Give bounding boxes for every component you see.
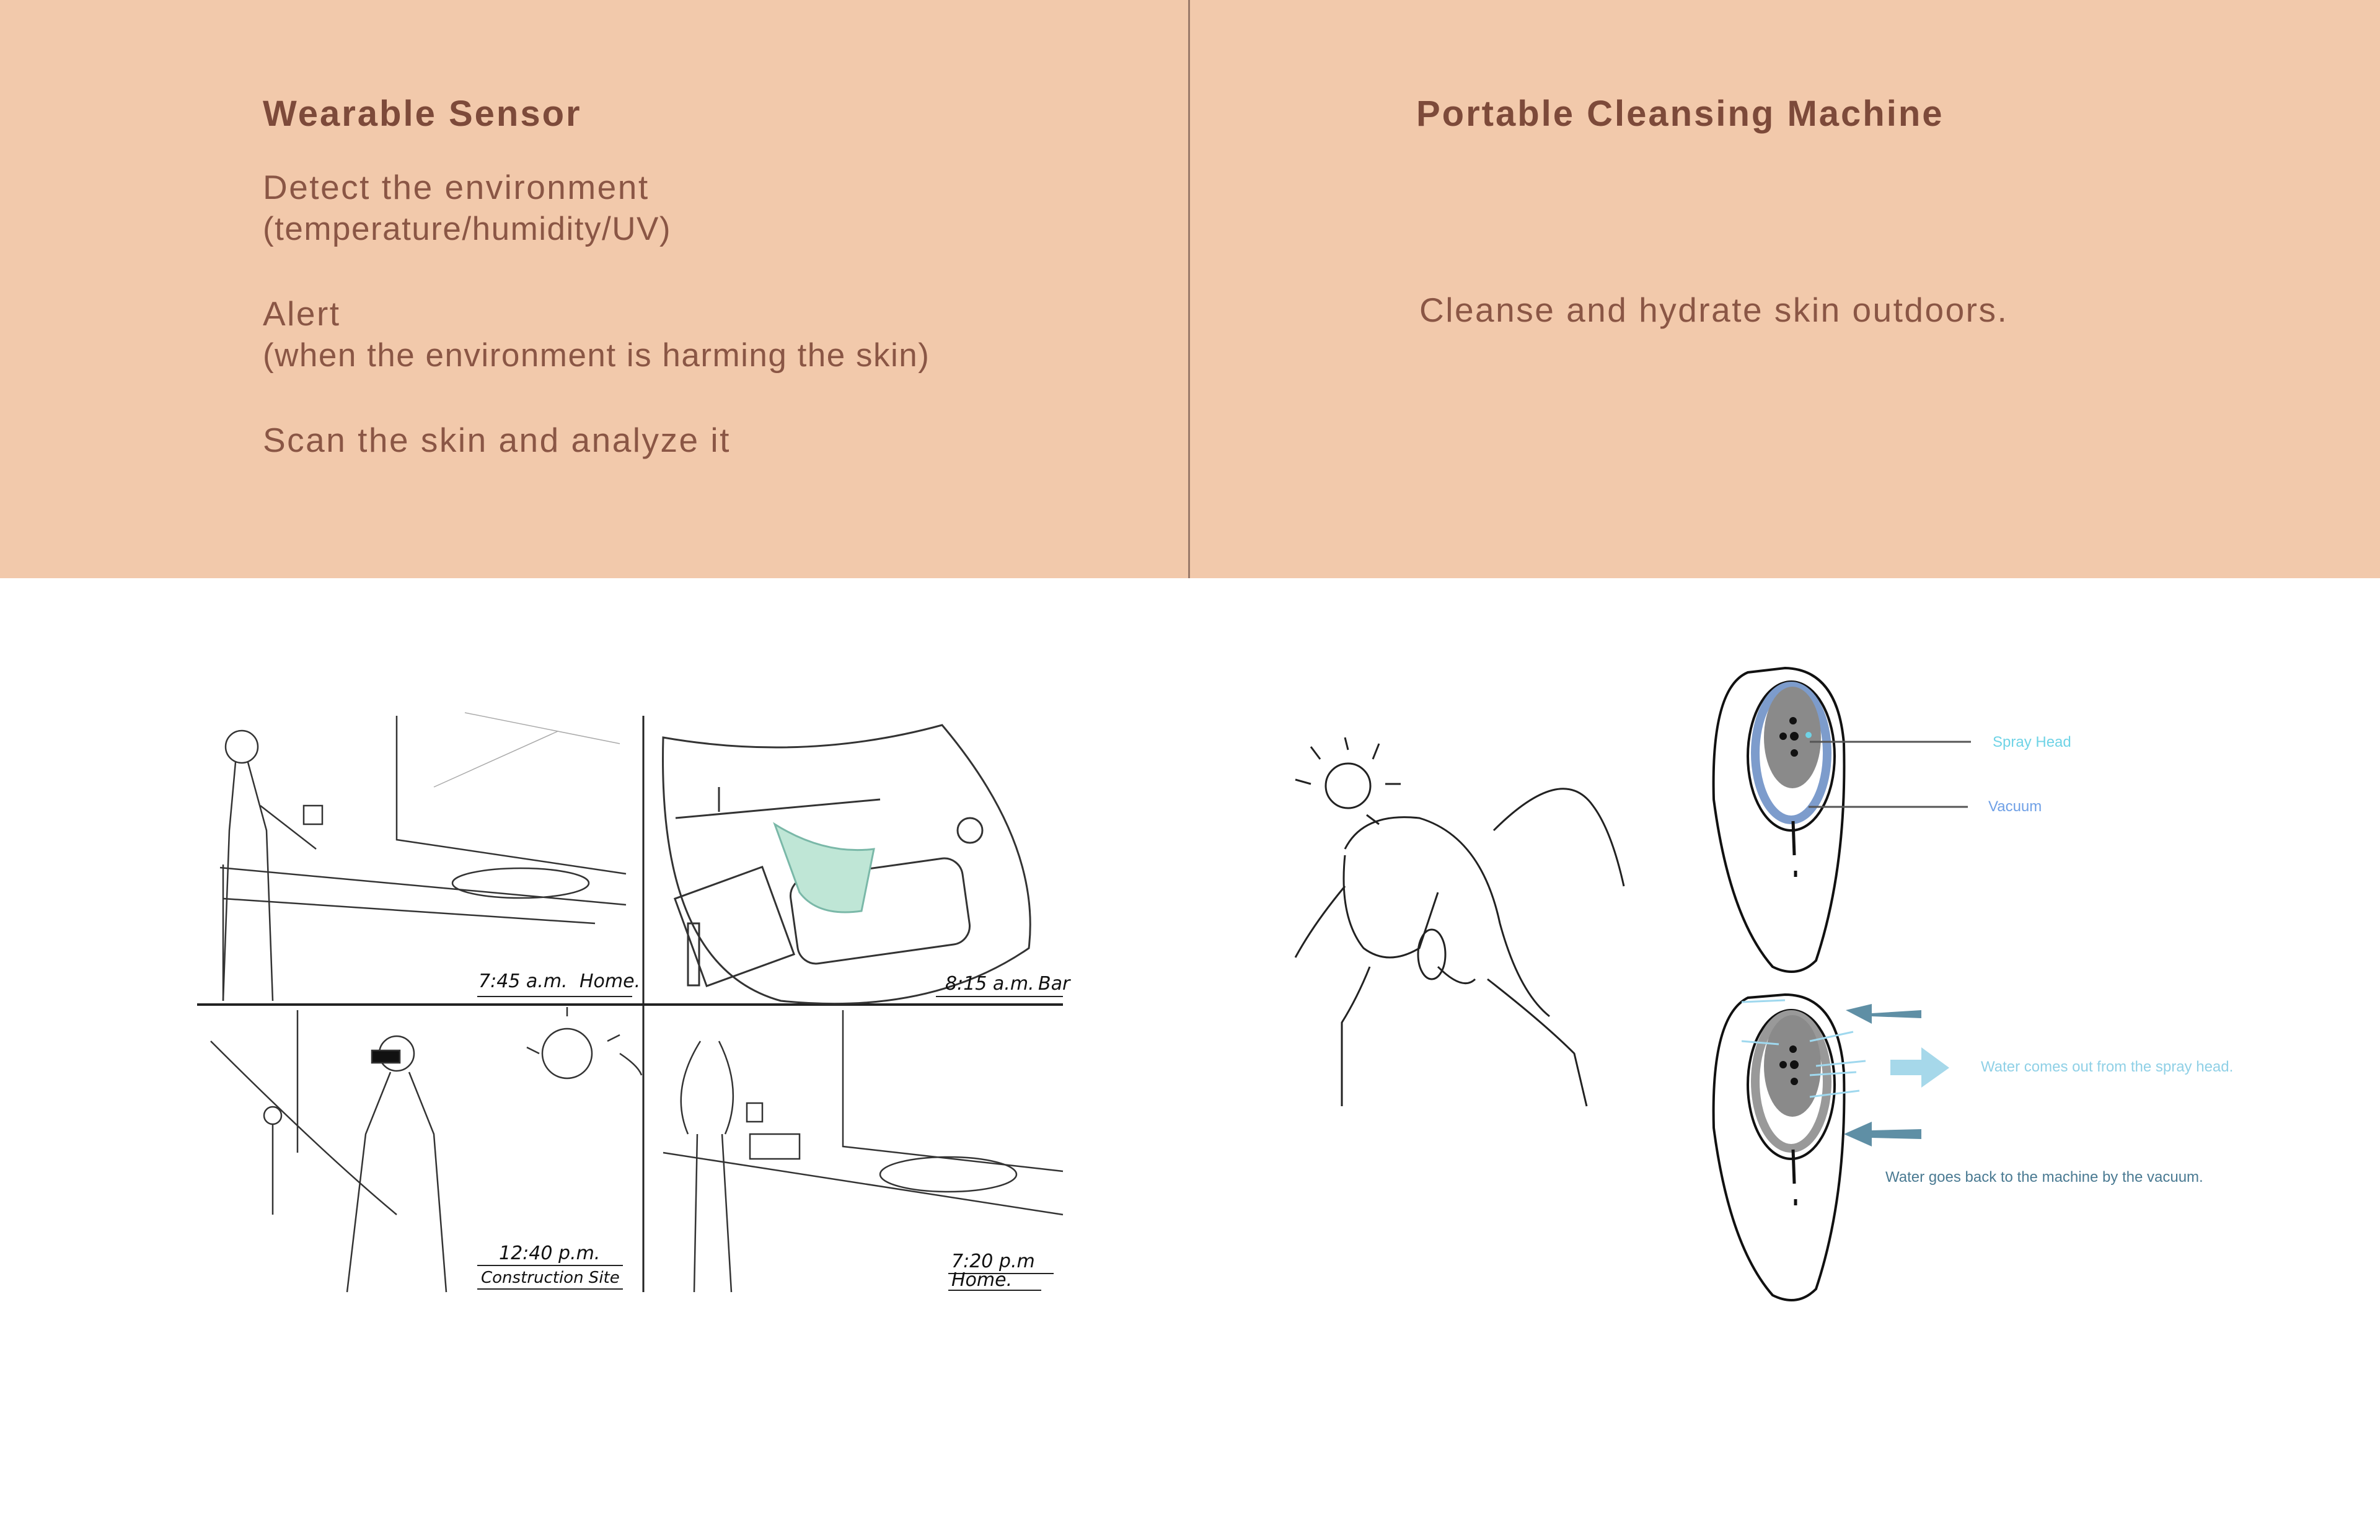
storyboard-panel-bag [662, 724, 1031, 1005]
cleansing-machine-title: Portable Cleansing Machine [1416, 94, 1944, 134]
storyboard-panel-evening [663, 1010, 1064, 1293]
caption-time-1: 7:45 a.m. [478, 970, 568, 992]
caption-place-4: Home. [951, 1269, 1012, 1291]
cleansing-device-in-use [1712, 993, 1846, 1301]
cleansing-device-front [1712, 666, 1846, 973]
feature-scan: Scan the skin and analyze it [263, 419, 731, 461]
water-out-label: Water comes out from the spray head. [1981, 1058, 2233, 1075]
cleansing-description: Cleanse and hydrate skin outdoors. [1419, 291, 2009, 329]
feature-alert: Alert (when the environment is harming t… [263, 293, 930, 377]
wearable-sensor-title: Wearable Sensor [263, 94, 582, 134]
water-spray-lines [1741, 999, 1866, 1098]
feature-main: Scan the skin and analyze it [263, 421, 731, 459]
feature-detect: Detect the environment (temperature/humi… [263, 166, 671, 250]
sun-icon [1324, 762, 1372, 809]
caption-time-4: 7:20 p.m [951, 1251, 1035, 1272]
feature-main: Alert [263, 294, 341, 333]
caption-place-2: Bar [1038, 973, 1071, 995]
arrow-left-top-icon [1846, 1004, 1921, 1024]
storyboard-panel-morning [219, 712, 627, 1001]
caption-place-1: Home. [580, 970, 640, 992]
caption-time-3: 12:40 p.m. [499, 1243, 600, 1264]
vacuum-label: Vacuum [1988, 798, 2042, 815]
storyboard-panel-construction [210, 1007, 643, 1293]
storyboard [197, 712, 1064, 1293]
spray-head-nozzle [1805, 732, 1812, 738]
arrow-left-bottom-icon [1844, 1122, 1921, 1146]
header-band [0, 0, 2380, 578]
spray-head-label: Spray Head [1993, 734, 2071, 750]
woman-using-device-sketch [1294, 737, 1625, 1107]
feature-sub: (temperature/humidity/UV) [263, 211, 671, 247]
arrow-right-icon [1890, 1047, 1949, 1088]
feature-sub: (when the environment is harming the ski… [263, 337, 930, 374]
feature-main: Detect the environment [263, 168, 650, 206]
caption-place-3: Construction Site [481, 1269, 620, 1287]
panel-divider [1188, 0, 1190, 578]
water-back-label: Water goes back to the machine by the va… [1885, 1169, 2203, 1186]
caption-time-2: 8:15 a.m. [945, 973, 1034, 995]
